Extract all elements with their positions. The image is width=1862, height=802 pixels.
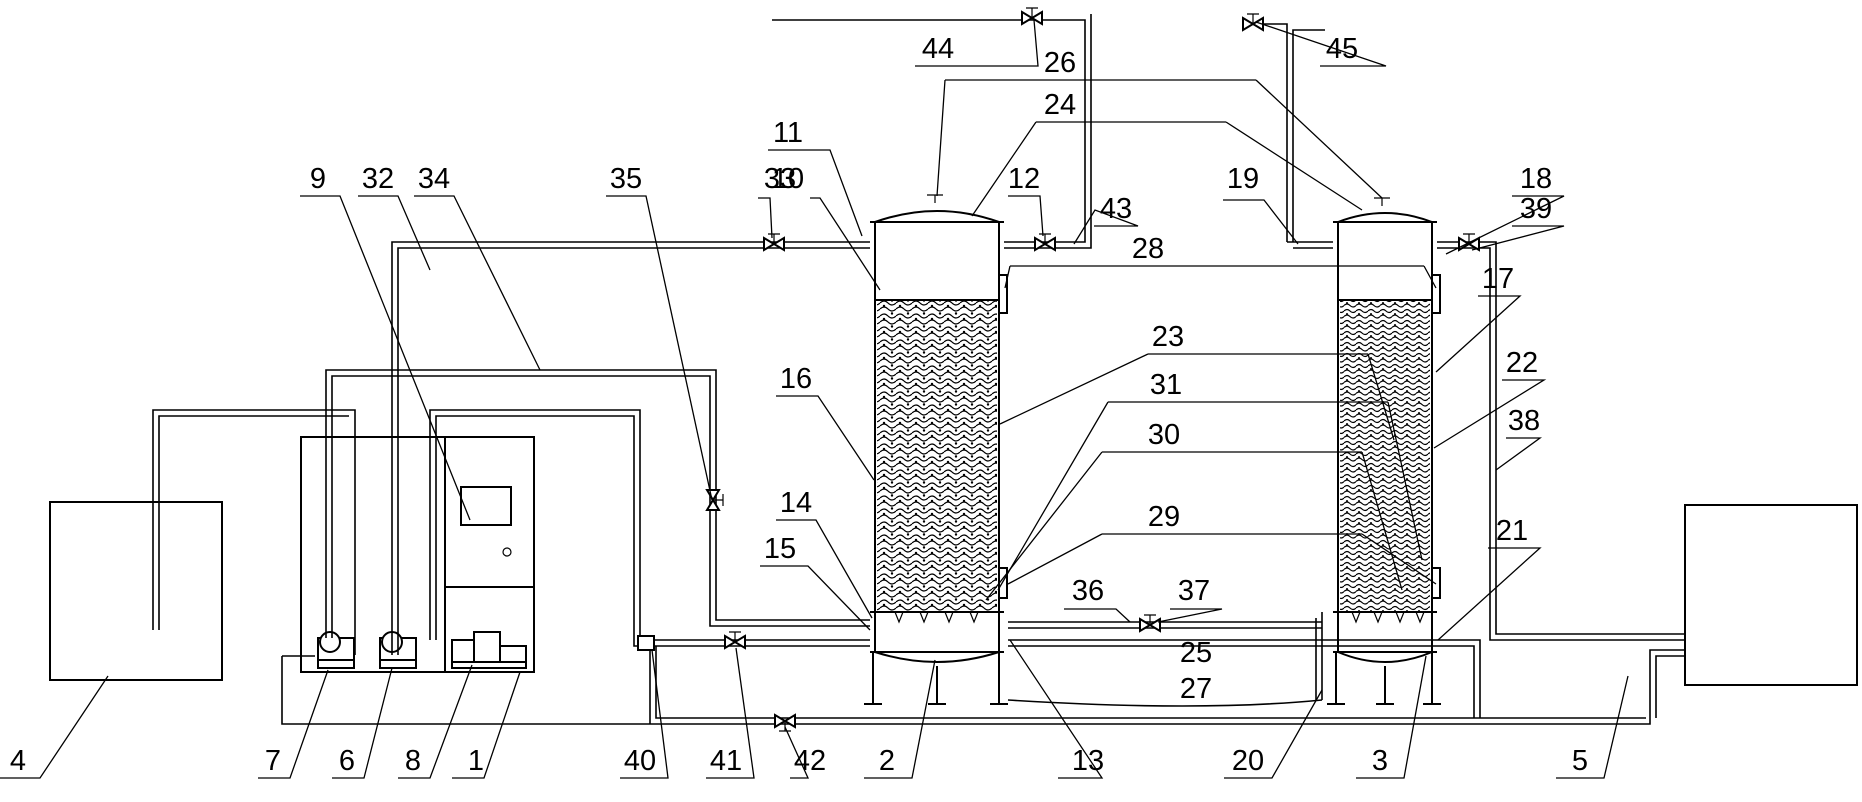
cabinet-door-9 [444,436,535,588]
label-13: 13 [1072,745,1104,777]
label-27: 27 [1180,673,1212,705]
label-25: 25 [1180,637,1212,669]
label-12: 12 [1008,163,1040,195]
label-26: 26 [1044,47,1076,79]
label-43: 43 [1100,193,1132,225]
valve-35 [705,489,724,511]
label-30: 30 [1148,419,1180,451]
label-11: 11 [773,117,803,149]
label-36: 36 [1072,575,1104,607]
label-21: 21 [1496,515,1528,547]
label-20: 20 [1232,745,1264,777]
reactor-3 [1327,197,1441,705]
filter-media-22 [1340,300,1430,612]
label-44: 44 [922,33,954,65]
valve-41 [724,631,746,650]
label-8: 8 [405,745,421,777]
valve-37 [1139,614,1161,633]
valve-33 [763,233,785,252]
label-29: 29 [1148,501,1180,533]
control-screen [460,486,512,526]
label-39: 39 [1520,193,1552,225]
label-22: 22 [1506,347,1538,379]
label-2: 2 [879,745,895,777]
label-45: 45 [1326,33,1358,65]
reactor-2 [864,194,1008,705]
valve-44 [1021,7,1043,26]
valve-12 [1034,233,1056,252]
label-23: 23 [1152,321,1184,353]
leader-lines [0,19,1629,779]
label-31: 31 [1150,369,1182,401]
label-5: 5 [1572,745,1588,777]
label-7: 7 [265,745,281,777]
pump-8 [451,631,527,669]
valve-45 [1242,13,1264,32]
tank-4 [49,409,356,681]
label-6: 6 [339,745,355,777]
label-14: 14 [780,487,812,519]
label-19: 19 [1227,163,1259,195]
label-41: 41 [710,745,742,777]
label-3: 3 [1372,745,1388,777]
label-16: 16 [780,363,812,395]
label-34: 34 [418,163,450,195]
label-15: 15 [764,533,796,565]
label-33: 33 [764,163,796,195]
label-4: 4 [10,745,26,777]
pump-7 [317,631,355,669]
valve-42 [774,713,796,732]
label-17: 17 [1482,263,1514,295]
label-35: 35 [610,163,642,195]
piping [281,14,1685,725]
label-28: 28 [1132,233,1164,265]
tank-5 [659,504,1858,725]
label-10: 10 [772,163,804,195]
label-1: 1 [468,745,484,777]
label-40: 40 [624,745,656,777]
label-18: 18 [1520,163,1552,195]
label-42: 42 [794,745,826,777]
control-cabinet-1 [300,436,535,673]
fitting-40 [637,635,655,651]
indicator-knob [502,547,512,557]
label-32: 32 [362,163,394,195]
label-24: 24 [1044,89,1076,121]
label-38: 38 [1508,405,1540,437]
part-labels: 1 2 3 4 5 6 7 8 9 10 11 12 13 14 15 16 1… [10,33,1588,777]
filter-media-16 [877,300,997,612]
label-9: 9 [310,163,326,195]
label-37: 37 [1178,575,1210,607]
